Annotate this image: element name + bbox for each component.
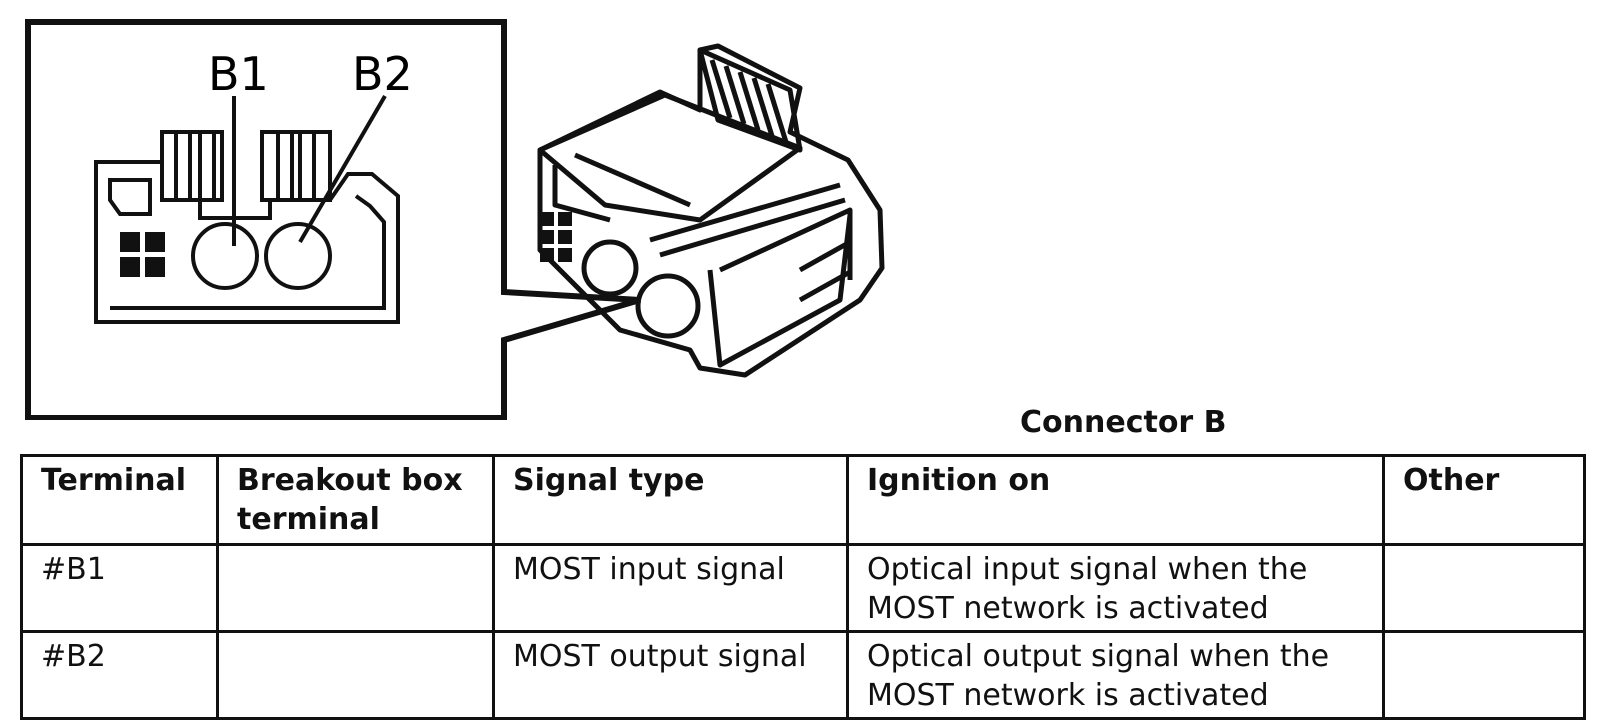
connector-face (94, 130, 400, 324)
terminal-table: Terminal Breakout box terminal Signal ty… (20, 454, 1586, 720)
header-other: Other (1382, 454, 1586, 546)
cell-terminal: #B1 (20, 543, 219, 633)
leader-lines (232, 94, 387, 246)
connector-3d (537, 43, 885, 378)
pin-label-b2: B2 (352, 47, 413, 101)
pin-label-b1: B1 (208, 47, 269, 101)
connector-face-grid (120, 232, 165, 277)
cell-ignition-on: Optical input signal when the MOST netwo… (846, 543, 1385, 633)
table-header-row: Terminal Breakout box terminal Signal ty… (20, 454, 1586, 546)
pin-b2-circle (264, 222, 332, 290)
header-breakout-box-terminal: Breakout box terminal (216, 454, 495, 546)
callout-frame (25, 19, 641, 420)
cell-other (1382, 630, 1586, 720)
header-signal-type: Signal type (492, 454, 849, 546)
table-row: #B1 MOST input signal Optical input sign… (20, 543, 1586, 633)
cell-terminal: #B2 (20, 630, 219, 720)
connector-caption: Connector B (1020, 405, 1227, 440)
connector-diagram: B1 B2 (25, 19, 885, 420)
cell-breakout-box-terminal (216, 630, 495, 720)
cell-signal-type: MOST output signal (492, 630, 849, 720)
cell-signal-type: MOST input signal (492, 543, 849, 633)
header-ignition-on: Ignition on (846, 454, 1385, 546)
header-terminal: Terminal (20, 454, 219, 546)
connector-3d-grid (540, 212, 572, 262)
table-row: #B2 MOST output signal Optical output si… (20, 630, 1586, 720)
cell-other (1382, 543, 1586, 633)
cell-breakout-box-terminal (216, 543, 495, 633)
pin-b1-circle (191, 222, 259, 290)
cell-ignition-on: Optical output signal when the MOST netw… (846, 630, 1385, 720)
